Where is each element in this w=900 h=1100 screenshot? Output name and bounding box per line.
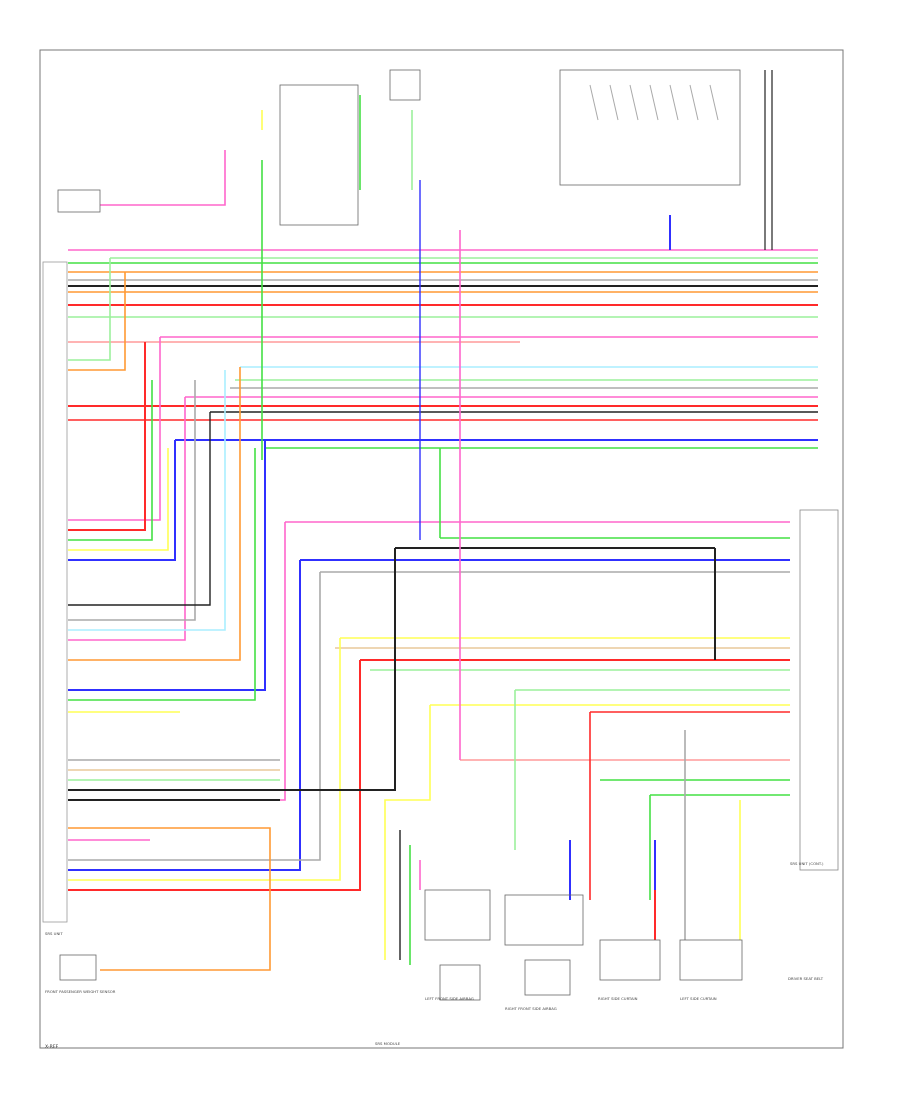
wire-gray-28 (68, 380, 196, 621)
right-front-side-airbag-label: RIGHT FRONT SIDE AIRBAG (505, 1006, 557, 1011)
left-front-side-airbag (424, 889, 491, 941)
driver-airbag-squib (439, 964, 481, 1001)
wire-black-29 (68, 412, 211, 606)
wire-green-24 (68, 380, 153, 541)
weight-sensor-box (59, 954, 97, 981)
left-top-switch (57, 189, 101, 213)
wire-pink-22 (68, 337, 161, 521)
wire-red-23 (68, 342, 146, 531)
footer-code: X-REF (45, 1044, 59, 1050)
wire-orange-21 (68, 272, 126, 371)
wire-yellow-53 (68, 638, 341, 881)
passenger-airbag-squib (524, 959, 571, 996)
wire-light_blue-30 (68, 370, 226, 631)
wire-blue-32 (68, 440, 266, 691)
wire-pink-79 (100, 150, 226, 206)
wire-light_green-20 (68, 258, 111, 361)
wire-gray-90 (709, 84, 719, 121)
wire-gray-88 (669, 84, 679, 121)
wire-pink-27 (68, 397, 186, 641)
wire-blue-25 (68, 440, 176, 561)
wire-gray-89 (689, 84, 699, 121)
left-connector-strip (42, 261, 68, 923)
srs-unit-label: SRS UNIT (45, 931, 63, 936)
components-group (57, 69, 743, 1001)
wire-green-33 (68, 448, 256, 701)
bottom-edge-label: SRS MODULE (375, 1041, 401, 1046)
wire-yellow-67 (384, 705, 431, 960)
top-center-sensor (389, 69, 421, 101)
left-side-curtain (679, 939, 743, 981)
wire-gray-52 (68, 572, 321, 861)
right-side-curtain-label: RIGHT SIDE CURTAIN (598, 996, 638, 1001)
weight-sensor-label: FRONT PASSENGER WEIGHT SENSOR (45, 989, 116, 994)
texts-group: FRONT PASSENGER WEIGHT SENSOR LEFT FRONT … (45, 861, 824, 1011)
left-side-curtain-label: LEFT SIDE CURTAIN (680, 996, 717, 1001)
wire-black-55 (68, 548, 396, 791)
right-side-curtain (599, 939, 661, 981)
wire-pink-50 (68, 522, 286, 801)
top-center-connector (279, 84, 359, 226)
right-front-side-airbag (504, 894, 584, 946)
wire-blue-51 (68, 560, 301, 871)
wire-yellow-26 (68, 448, 169, 551)
right-srs-box-label: SRS UNIT (CONT.) (790, 861, 824, 866)
right-srs-box (799, 509, 839, 871)
wires-group (68, 70, 818, 971)
wire-orange-31 (68, 367, 241, 661)
driver-seat-belt-label: DRIVER SEAT BELT (788, 976, 824, 981)
diagram-frame (39, 49, 844, 1049)
left-front-side-airbag-label: LEFT FRONT SIDE AIRBAG (425, 996, 474, 1001)
top-right-switch-block (559, 69, 741, 186)
wire-red-54 (68, 660, 361, 891)
wire-gray-87 (649, 84, 659, 121)
wire-orange-65 (68, 827, 271, 971)
wire-gray-84 (589, 84, 599, 121)
wire-gray-85 (609, 84, 619, 121)
wire-gray-86 (629, 84, 639, 121)
